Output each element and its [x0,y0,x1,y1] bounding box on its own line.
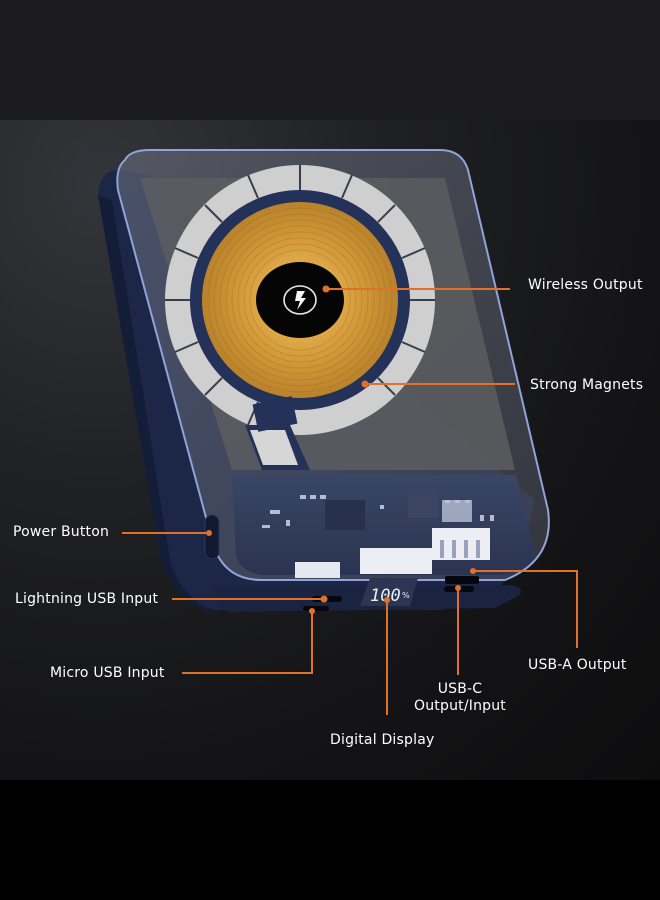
callout-wireless-output: Wireless Output [528,277,643,293]
callout-micro-usb-input: Micro USB Input [50,665,165,681]
usb-a-port [445,576,479,584]
top-background-band [0,0,660,120]
callout-usb-c-line1: USB-C [437,681,483,697]
svg-text:%: % [402,591,410,600]
power-button [204,514,220,560]
digital-display-value: 100 [370,586,401,606]
callout-dots [206,285,476,614]
callout-usb-a-output: USB-A Output [528,657,627,673]
callout-lightning-usb-input: Lightning USB Input [15,591,159,607]
digital-display-panel [360,578,418,606]
power-bank-illustration: 100 % [98,149,578,715]
micro-usb-port [303,606,329,611]
callout-usb-c-line2: Output/Input [414,698,506,714]
product-image: 100 % [0,120,660,780]
callout-power-button: Power Button [13,524,110,540]
callout-strong-magnets: Strong Magnets [530,377,644,393]
magnet-ring [165,165,435,435]
callout-digital-display: Digital Display [330,732,435,748]
callout-lines [122,288,578,715]
callout-usb-c: USB-C Output/Input [412,681,508,715]
lightning-bolt-icon [283,285,317,315]
bottom-background-band [0,780,660,900]
